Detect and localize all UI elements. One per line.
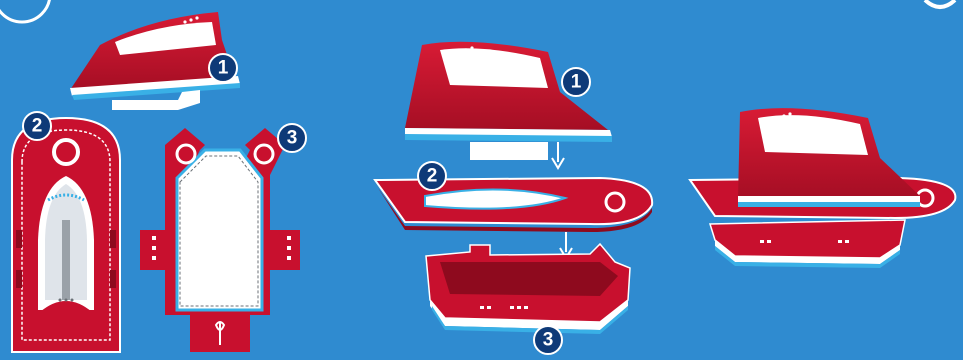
part-hull-net [140,128,300,352]
part-hull-middle [426,244,630,334]
corner-logo-icon [0,0,50,22]
part-deck-flat [12,118,120,352]
svg-text:1: 1 [218,58,229,79]
badge-step-2-middle: 2 [418,162,446,190]
part-superstructure-middle [405,42,612,160]
badge-step-1-middle: 1 [562,68,590,96]
svg-text:3: 3 [543,330,554,351]
corner-help-icon [925,0,955,7]
badge-step-2-left: 2 [23,112,51,140]
svg-text:2: 2 [427,166,438,187]
badge-step-1-left: 1 [209,54,237,82]
badge-step-3-left: 3 [278,124,306,152]
svg-text:2: 2 [32,116,43,137]
part-deck-middle [375,178,652,232]
badge-step-3-middle: 3 [534,326,562,354]
arrow-down-icon [552,142,564,168]
svg-text:1: 1 [571,72,582,93]
assembled-boat [690,108,955,268]
svg-text:3: 3 [287,128,298,149]
